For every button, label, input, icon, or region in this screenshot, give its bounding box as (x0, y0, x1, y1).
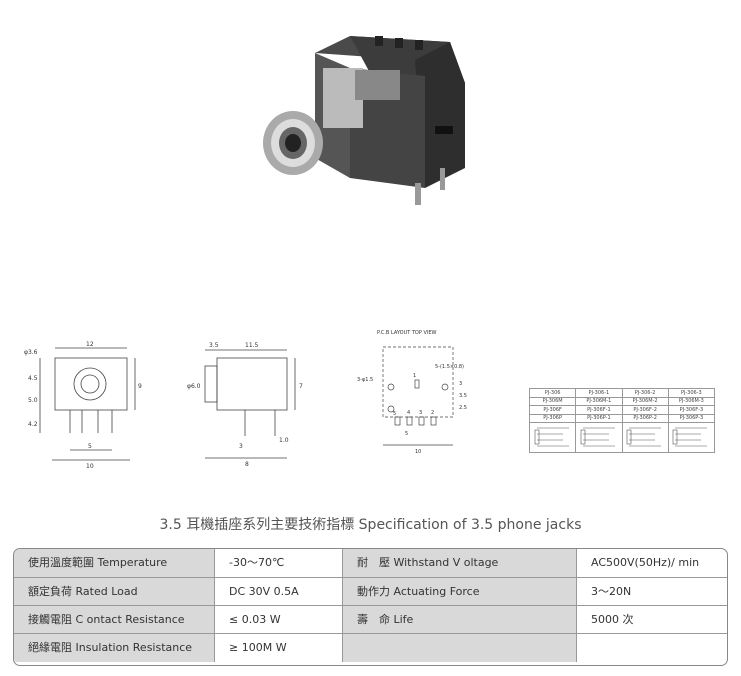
pcb-pin1: 1 (413, 373, 416, 379)
dim-35: 3.5 (209, 342, 219, 349)
spec-table: 使用溫度範圍 Temperature -30～70℃ 耐 壓 Withstand… (13, 548, 728, 666)
model-cell: PJ-306P-2 (621, 413, 669, 423)
spec-row: 絕緣電阻 Insulation Resistance ≥ 100M W (14, 633, 727, 662)
pcb-dim-5: 5 (405, 431, 408, 437)
pcb-pin5: 5 (393, 411, 396, 417)
front-view-drawing: 12 φ3.6 4.5 5.0 4.2 9 5 10 (24, 341, 142, 470)
pcb-pin3: 3 (419, 410, 422, 416)
spec-value: ≤ 0.03 W (214, 606, 342, 634)
spec-label: 壽 命 Life (342, 606, 576, 634)
dim-5: 5 (88, 443, 92, 450)
schematic-cell (621, 422, 669, 453)
dim-phi6: φ6.0 (187, 383, 201, 390)
pcb-dim-25: 2.5 (459, 405, 467, 411)
model-row: PJ-306 PJ-306-1 PJ-306-2 PJ-306-3 (528, 388, 716, 398)
model-cell: PJ-306P-3 (667, 413, 716, 423)
spec-value: ≥ 100M W (214, 634, 342, 662)
spec-value: 3～20N (576, 578, 727, 606)
spec-title: 3.5 耳機插座系列主要技術指標 Specification of 3.5 ph… (159, 517, 582, 533)
spec-value: DC 30V 0.5A (214, 578, 342, 606)
pcb-slot: 5-(1.5×0.8) (435, 364, 464, 370)
pcb-pin2: 2 (431, 410, 434, 416)
model-cell: PJ-306M (528, 396, 577, 406)
model-cell: PJ-306M-2 (621, 396, 669, 406)
dim-42: 4.2 (28, 421, 38, 428)
model-row: PJ-306P PJ-306P-1 PJ-306P-2 PJ-306P-3 (528, 413, 716, 423)
dim-45: 4.5 (28, 375, 38, 382)
spec-row: 額定負荷 Rated Load DC 30V 0.5A 動作力 Actuatin… (14, 577, 727, 606)
pcb-header: P.C.B LAYOUT TOP VIEW (377, 330, 437, 336)
side-view-drawing: 3.5 11.5 φ6.0 7 3 1.0 8 (187, 342, 303, 468)
model-cell: PJ-306M-3 (667, 396, 716, 406)
schematic-cell (528, 422, 577, 453)
model-table: PJ-306 PJ-306-1 PJ-306-2 PJ-306-3 PJ-306… (528, 388, 716, 453)
spec-label: 接觸電阻 C ontact Resistance (14, 606, 214, 634)
spec-row: 接觸電阻 C ontact Resistance ≤ 0.03 W 壽 命 Li… (14, 605, 727, 634)
dim-8: 8 (245, 461, 249, 468)
pcb-holes: 3-φ1.5 (357, 377, 373, 383)
model-cell: PJ-306-1 (575, 388, 623, 398)
model-cell: PJ-306-2 (621, 388, 669, 398)
spec-row: 使用溫度範圍 Temperature -30～70℃ 耐 壓 Withstand… (14, 549, 727, 577)
model-cell: PJ-306F (528, 405, 577, 415)
spec-label: 動作力 Actuating Force (342, 578, 576, 606)
spec-label (342, 634, 576, 662)
product-photo (263, 36, 465, 205)
dim-115: 11.5 (245, 342, 259, 349)
spec-value: 5000 次 (576, 606, 727, 634)
spec-label: 絕緣電阻 Insulation Resistance (14, 634, 214, 662)
dim-3: 3 (239, 443, 243, 450)
spec-value (576, 634, 727, 662)
dim-50: 5.0 (28, 397, 38, 404)
model-cell: PJ-306F-3 (667, 405, 716, 415)
dim-10: 1.0 (279, 437, 289, 444)
dim-7: 7 (299, 383, 303, 390)
dim-hole: φ3.6 (24, 349, 38, 356)
schematic-cell (667, 422, 716, 453)
model-row: PJ-306F PJ-306F-1 PJ-306F-2 PJ-306F-3 (528, 405, 716, 415)
model-row: PJ-306M PJ-306M-1 PJ-306M-2 PJ-306M-3 (528, 396, 716, 406)
model-cell: PJ-306F-1 (575, 405, 623, 415)
spec-label: 額定負荷 Rated Load (14, 578, 214, 606)
schematic-row (528, 422, 716, 453)
pcb-dim-3: 3 (459, 381, 462, 387)
model-cell: PJ-306P-1 (575, 413, 623, 423)
dim-top: 12 (86, 341, 94, 348)
pcb-layout-drawing: P.C.B LAYOUT TOP VIEW 5-(1.5×0.8) 3-φ1.5… (357, 330, 467, 455)
model-cell: PJ-306P (528, 413, 577, 423)
model-cell: PJ-306 (528, 388, 577, 398)
pcb-dim-10: 10 (415, 449, 421, 455)
pcb-dim-35: 3.5 (459, 393, 467, 399)
dim-10: 10 (86, 463, 94, 470)
spec-label: 耐 壓 Withstand V oltage (342, 549, 576, 577)
model-cell: PJ-306-3 (667, 388, 716, 398)
spec-label: 使用溫度範圍 Temperature (14, 549, 214, 577)
pcb-pin4: 4 (407, 410, 410, 416)
schematic-cell (575, 422, 623, 453)
dim-9: 9 (138, 383, 142, 390)
model-cell: PJ-306M-1 (575, 396, 623, 406)
spec-value: AC500V(50Hz)/ min (576, 549, 727, 577)
model-cell: PJ-306F-2 (621, 405, 669, 415)
spec-value: -30～70℃ (214, 549, 342, 577)
